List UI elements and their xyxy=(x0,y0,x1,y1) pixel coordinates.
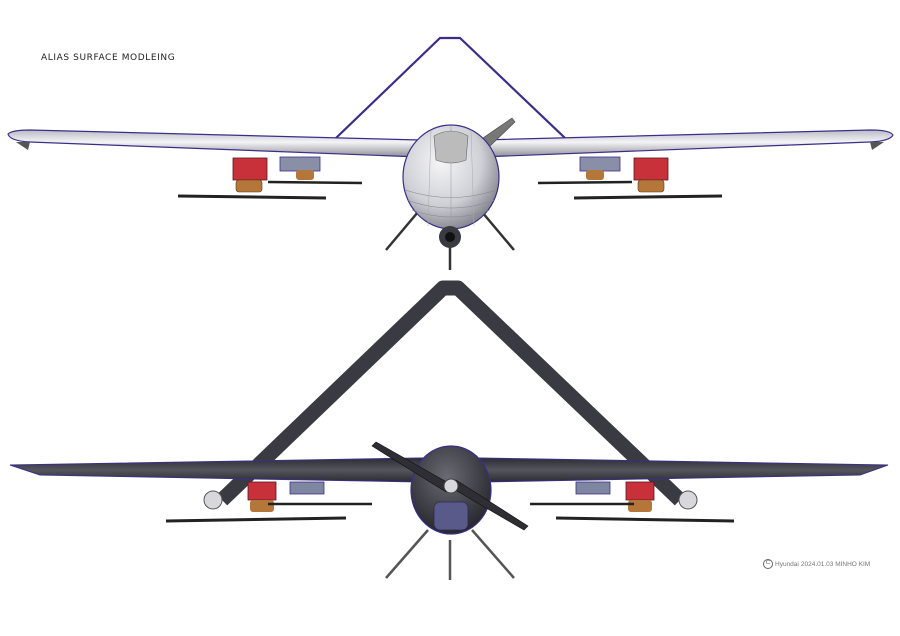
main-propeller xyxy=(371,441,529,531)
right-motor-pods xyxy=(530,481,735,523)
credit-brand: Hyundai xyxy=(775,560,799,568)
page-title: ALIAS SURFACE MODLEING xyxy=(41,53,176,63)
drone-front-view-wireframe-icon xyxy=(7,36,894,270)
v-antenna-boom xyxy=(216,280,686,506)
drone-front-view-shaded-icon xyxy=(9,280,889,580)
right-motor-pods xyxy=(537,156,723,200)
v-antenna xyxy=(335,36,566,139)
left-motor-pods xyxy=(165,481,372,523)
copyright-icon: C xyxy=(763,559,773,569)
left-motor-pods xyxy=(177,156,363,200)
copyright-credit: C Hyundai 2024.01.03 MINHO KIM xyxy=(763,559,870,569)
credit-date-author: 2024.01.03 MINHO KIM xyxy=(800,560,871,568)
